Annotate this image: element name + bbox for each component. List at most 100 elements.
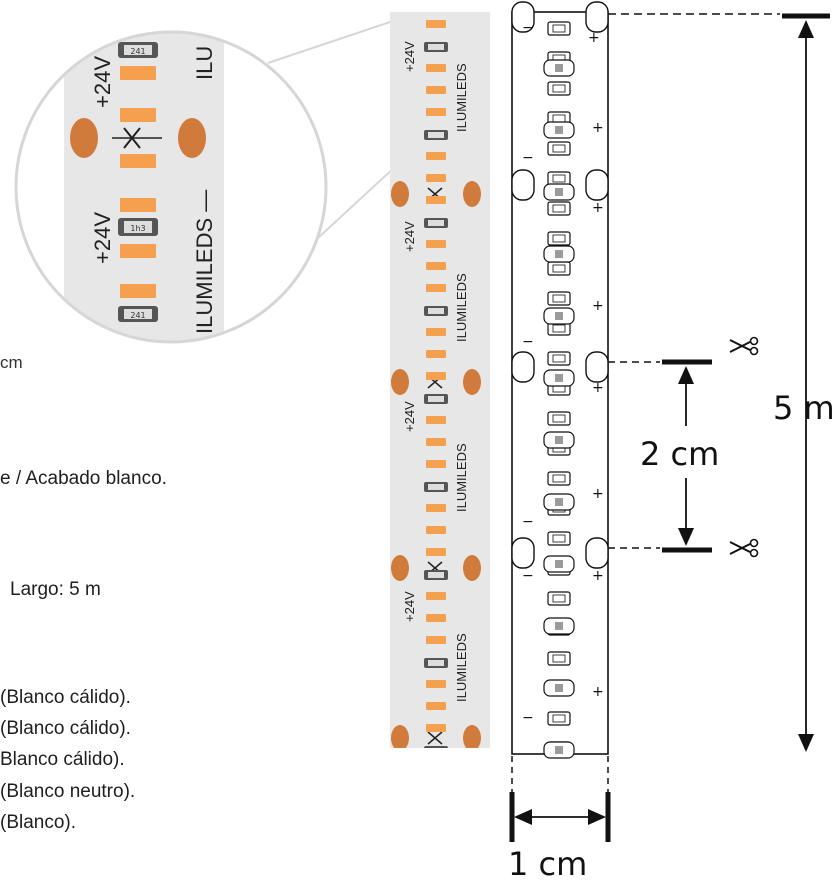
strip-led bbox=[426, 614, 446, 622]
diagram-led-lens bbox=[552, 204, 566, 213]
strip-pad-right bbox=[463, 725, 481, 751]
polarity-symbol: − bbox=[522, 514, 534, 530]
strip-pad-left bbox=[391, 181, 409, 207]
polarity-symbol: + bbox=[592, 200, 604, 216]
strip-led bbox=[426, 152, 446, 160]
total-length-label: 5 m bbox=[773, 389, 835, 427]
loupe-scissor-mark bbox=[123, 127, 141, 149]
cut-pad-left bbox=[511, 537, 535, 569]
polarity-symbol: + bbox=[592, 568, 604, 584]
strip-voltage-label: +24V bbox=[402, 401, 417, 432]
cut-pad-left bbox=[511, 1, 535, 33]
cut-pad-left bbox=[511, 169, 535, 201]
diagram-led-lens bbox=[552, 84, 566, 93]
diagram-resistor-core bbox=[555, 312, 563, 320]
diagram-led-lens bbox=[552, 294, 566, 303]
diagram-led-lens bbox=[552, 474, 566, 483]
magnified-strip-loupe: 241 1h3 241 +24V +24V ILUMILEDS — ILU bbox=[12, 28, 330, 346]
dimension-drawing: +−+−++−++−+−+− bbox=[500, 0, 835, 885]
polarity-symbol: + bbox=[592, 298, 604, 314]
strip-resistor-body bbox=[428, 660, 444, 666]
diagram-resistor-core bbox=[555, 684, 563, 692]
spec-finish: e / Acabado blanco. bbox=[0, 468, 167, 489]
strip-led bbox=[426, 438, 446, 446]
diagram-led-lens bbox=[552, 144, 566, 153]
strip-led bbox=[426, 20, 446, 28]
polarity-symbol: − bbox=[522, 20, 534, 36]
strip-pad-left bbox=[391, 369, 409, 395]
strip-pad-right bbox=[463, 369, 481, 395]
loupe-pad-left bbox=[70, 118, 98, 158]
polarity-symbol: + bbox=[588, 30, 600, 46]
polarity-symbol: + bbox=[592, 120, 604, 136]
diagram-led-lens bbox=[552, 414, 566, 423]
spec-variant-2: (Blanco cálido). bbox=[0, 718, 131, 739]
strip-led bbox=[426, 64, 446, 72]
cut-pad-right bbox=[585, 537, 609, 569]
width-arrow-left bbox=[514, 809, 532, 825]
spec-cm-fragment: cm bbox=[0, 353, 23, 372]
strip-led bbox=[426, 262, 446, 270]
strip-pad-left bbox=[391, 725, 409, 751]
cut-arrow-bottom bbox=[678, 528, 694, 546]
strip-led bbox=[426, 504, 446, 512]
loupe-pad-right bbox=[178, 118, 206, 158]
strip-voltage-label: +24V bbox=[402, 41, 417, 72]
length-arrow-top bbox=[798, 20, 814, 38]
strip-led bbox=[426, 680, 446, 688]
strip-led bbox=[426, 416, 446, 424]
diagram-led-lens bbox=[552, 354, 566, 363]
strip-led bbox=[426, 350, 446, 358]
cut-interval-label: 2 cm bbox=[640, 435, 720, 473]
strip-led bbox=[426, 240, 446, 248]
strip-led bbox=[426, 702, 446, 710]
strip-brand-label: ILUMILEDS bbox=[454, 443, 469, 512]
loupe-ring bbox=[14, 30, 328, 344]
diagram-led-lens bbox=[552, 534, 566, 543]
loupe-brand: ILUMILEDS — bbox=[192, 190, 217, 334]
polarity-symbol: + bbox=[592, 684, 604, 700]
strip-pad-right bbox=[463, 181, 481, 207]
strip-pad-left bbox=[391, 555, 409, 581]
strip-led bbox=[426, 636, 446, 644]
diagram-led-lens bbox=[552, 234, 566, 243]
strip-led bbox=[426, 460, 446, 468]
scissors-icon bbox=[729, 538, 759, 558]
diagram-led-lens bbox=[552, 654, 566, 663]
spec-variant-4: (Blanco neutro). bbox=[0, 781, 136, 802]
strip-brand-label: ILUMILEDS bbox=[454, 633, 469, 702]
loupe-smd-code-top: 241 bbox=[130, 47, 145, 56]
diagram-led-lens bbox=[552, 174, 566, 183]
strip-led bbox=[426, 108, 446, 116]
diagram-led-lens bbox=[552, 24, 566, 33]
strip-led bbox=[426, 372, 446, 380]
cut-pad-right bbox=[585, 169, 609, 201]
strip-resistor-body bbox=[428, 308, 444, 314]
diagram-resistor-core bbox=[555, 622, 563, 630]
width-label: 1 cm bbox=[508, 845, 588, 883]
loupe-smd-code-bottom: 241 bbox=[130, 311, 145, 320]
strip-led bbox=[426, 526, 446, 534]
strip-led bbox=[426, 86, 446, 94]
strip-led bbox=[426, 724, 446, 732]
diagram-resistor-core bbox=[555, 498, 563, 506]
diagram-led-lens bbox=[552, 714, 566, 723]
polarity-symbol: − bbox=[522, 710, 534, 726]
diagram-led-lens bbox=[552, 264, 566, 273]
loupe-voltage-top: +24V bbox=[90, 56, 115, 108]
diagram-resistor-core bbox=[555, 64, 563, 72]
cut-pad-right bbox=[585, 351, 609, 383]
strip-resistor bbox=[424, 746, 448, 756]
strip-resistor-body bbox=[428, 572, 444, 578]
loupe-voltage-bottom: +24V bbox=[90, 212, 115, 264]
diagram-resistor-core bbox=[555, 436, 563, 444]
strip-cut-mark bbox=[427, 731, 443, 745]
strip-pad-right bbox=[463, 555, 481, 581]
diagram-led-lens bbox=[552, 114, 566, 123]
spec-variant-1: (Blanco cálido). bbox=[0, 687, 131, 708]
diagram-resistor-core bbox=[555, 188, 563, 196]
strip-brand-label: ILUMILEDS bbox=[454, 63, 469, 132]
